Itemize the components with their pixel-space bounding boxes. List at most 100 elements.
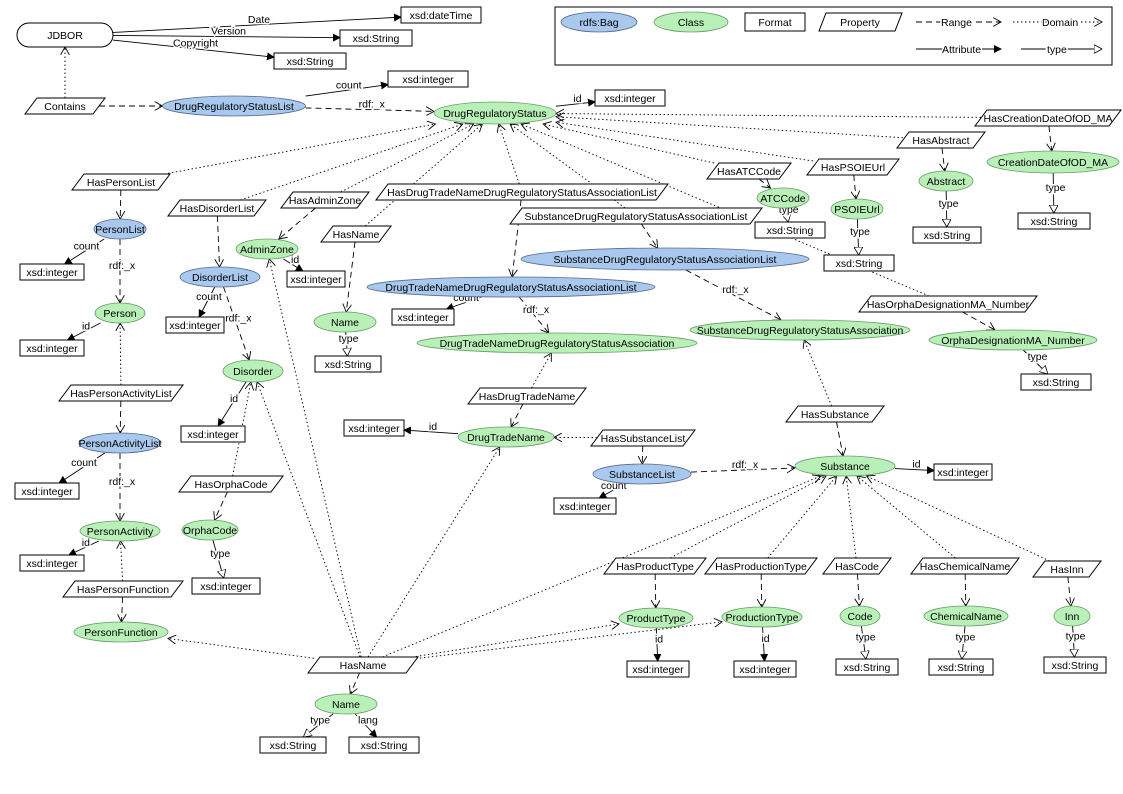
property-shape-haspal [58,384,184,402]
class-label-producttype: ProductType [627,613,686,625]
class-label-drs: DrugRegulatoryStatus [443,108,546,120]
class-shape-orphades [928,329,1098,351]
format-shape-int_drs [594,89,666,107]
format-label-int_sl: xsd:integer [559,501,611,513]
format-node-int_substance: xsd:integer [933,463,993,481]
format-shape-str_abstract [912,226,982,244]
property-node-hasabstract: HasAbstract [896,131,986,149]
class-node-atc: ATCCode [756,187,810,209]
domain-edge-hascode-substance [846,476,857,559]
class-node-abstract: Abstract [918,170,974,192]
property-shape-hasproductiontype [704,557,818,575]
property-shape-hassubstl [509,207,763,225]
format-label-int_pa: xsd:integer [26,558,78,570]
format-node-str_version: xsd:String [339,29,413,47]
format-node-int_sl: xsd:integer [553,497,617,515]
format-label-str_name_type: xsd:String [270,740,317,752]
edge-label-id: id [429,421,437,433]
property-node-hascreation: HasCreationDateOfOD_MA [974,109,1122,127]
domain-edge-haspsoie-drs [556,122,814,162]
property-node-hasatc: HasATCCode [706,162,792,180]
legend-domain-label: Domain [1042,17,1078,29]
format-shape-int_pl [19,263,85,281]
class-node-disorder: Disorder [222,359,284,383]
format-node-int_drs: xsd:integer [594,89,666,107]
property-node-hascode: HasCode [822,557,892,575]
format-label-int_drs: xsd:integer [604,93,656,105]
format-node-int_az: xsd:integer [286,270,346,288]
legend-format-label: Format [758,17,791,29]
edge-label-type: type [1066,631,1086,643]
attribute-edge-jdbor-datetime [112,13,402,33]
class-node-pa: PersonActivity [79,520,161,542]
property-node-hasname_bot: HasName [307,656,419,674]
edge-label-rdf: rdf:_x [523,304,550,316]
bag-label-drsl: DrugRegulatoryStatusList [174,101,294,113]
class-label-creation: CreationDateOfOD_MA [998,157,1108,169]
format-shape-str_copyright [273,52,347,70]
property-node-hasname_top: HasName [320,225,392,243]
class-shape-producttype [618,607,694,629]
class-shape-name_top [313,311,377,333]
class-shape-dtna [416,332,698,354]
domain-edge-hascreation-drs [556,114,982,118]
property-shape-contains [24,97,106,115]
edge-label-id: id [82,321,90,333]
property-node-hasdtnl: HasDrugTradeNameDrugRegulatoryStatusAsso… [375,183,669,201]
edge-label-type: type [339,333,359,345]
class-node-pf: PersonFunction [73,621,169,643]
legend-frame [554,6,1113,66]
edge-label-rdf: rdf:_x [109,476,136,488]
class-node-inn: Inn [1053,605,1091,627]
legend-property-label: Property [840,17,880,29]
class-label-adminzone: AdminZone [240,244,294,256]
edge-label-id: id [761,633,769,645]
type-edge-name_bot-str_name_type [303,713,334,737]
class-shape-drs [433,101,557,125]
domain-edge-haspf-pa [121,541,123,582]
property-label-haschem: HasChemicalName [920,561,1011,573]
bag-label-substancelist: SubstanceList [609,469,675,481]
format-node-int_dl: xsd:integer [165,316,225,334]
format-node-str_inn: xsd:String [1043,656,1107,674]
class-shape-orphacode [181,519,239,541]
format-shape-int_count_top [387,70,469,88]
class-label-dtna: DrugTradeNameDrugRegulatoryStatusAssocia… [440,338,675,350]
format-shape-str_code [835,658,899,676]
bag-node-pal: PersonActivityList [79,432,162,454]
bag-node-disorderlist: DisorderList [179,266,261,288]
domain-edge-hasdtnl-drs [499,124,520,185]
class-node-drs: DrugRegulatoryStatus [433,101,557,125]
property-shape-hasname_bot [307,656,419,674]
property-label-hasname_top: HasName [333,229,380,241]
property-label-haspal: HasPersonActivityList [70,388,172,400]
bag-node-dtnl: DrugTradeNameDrugRegulatoryStatusAssocia… [366,276,656,298]
bag-label-subl: SubstanceDrugRegulatoryStatusAssociation… [554,254,777,266]
edge-label-id: id [82,537,90,549]
property-label-haspf: HasPersonFunction [77,584,169,596]
attribute-edge-jdbor-str_version [112,33,341,42]
property-node-haspsoie: HasPSOIEUrl [806,158,900,176]
class-node-chem: ChemicalName [923,605,1009,627]
edge-label-id: id [291,254,299,266]
domain-edge-haschem-substance [857,476,956,559]
range-edge-hasname_bot-name_bot [350,672,360,694]
property-label-contains: Contains [44,101,85,113]
class-node-dtna: DrugTradeNameDrugRegulatoryStatusAssocia… [416,332,698,354]
class-label-pa: PersonActivity [87,526,154,538]
format-shape-int_pa [19,554,85,572]
edge-label-rdf: rdf:_x [109,260,136,272]
pill-label-jdbor: JDBOR [47,30,83,42]
property-node-hasdisorderlist: HasDisorderList [167,199,267,217]
domain-edge-hasproducttype-substance [669,476,826,559]
pill-node-jdbor: JDBOR [16,22,114,48]
type-edge-name_top-str_name_top [346,331,348,356]
class-shape-pf [73,621,169,643]
type-edge-creation-str_creation [1053,172,1054,213]
property-label-hassubstl: SubstanceDrugRegulatoryStatusAssociation… [525,211,748,223]
attribute-edge-person-int_person [66,322,101,341]
legend-class-label: Class [678,17,704,29]
format-label-str_chem: xsd:String [938,662,985,674]
range-edge-hasproductiontype-productiontype [761,573,762,607]
format-node-int_pt: xsd:integer [626,660,690,678]
